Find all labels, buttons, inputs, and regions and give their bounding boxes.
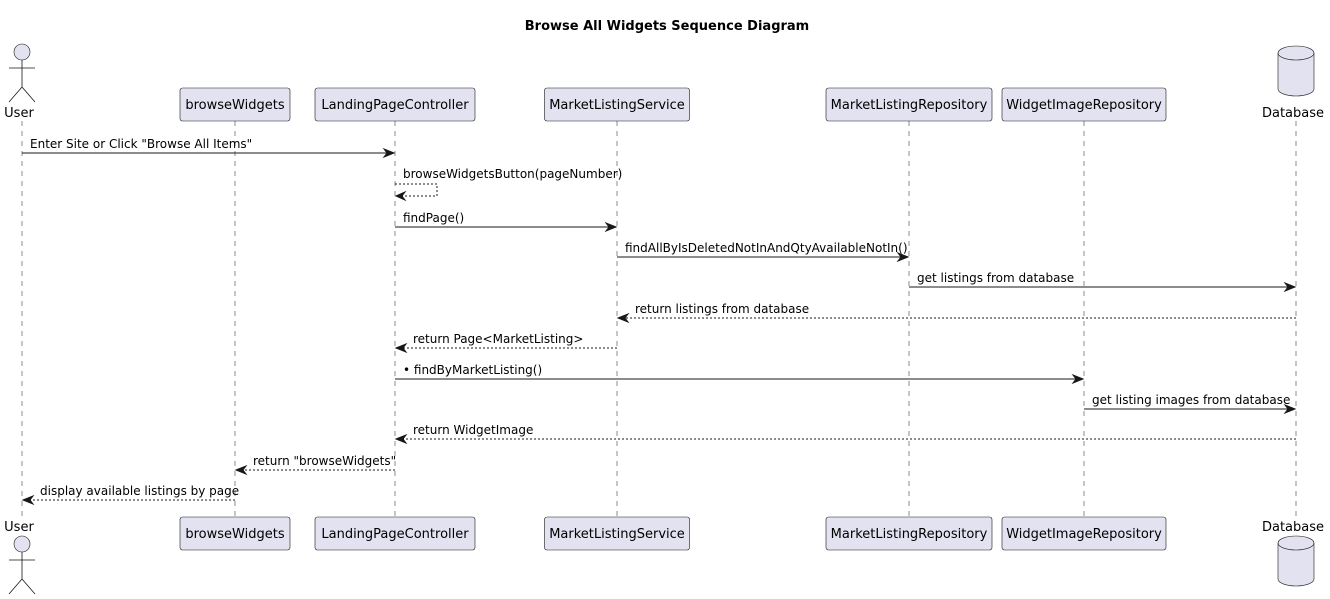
- participant-label: LandingPageController: [321, 98, 469, 113]
- participant-wir-bottom: WidgetImageRepository: [1001, 516, 1167, 551]
- message-12: display available listings by page: [21, 484, 239, 506]
- self-arrow: [395, 183, 438, 197]
- arrowhead-icon: [394, 433, 408, 445]
- arrowhead-icon: [234, 464, 248, 476]
- participant-landing-top: LandingPageController: [314, 87, 476, 122]
- participant-label: WidgetImageRepository: [1006, 98, 1162, 113]
- message-label: return listings from database: [635, 302, 809, 316]
- messages: Enter Site or Click "Browse All Items" br…: [21, 137, 1297, 506]
- participant-mlr-top: MarketListingRepository: [825, 87, 993, 122]
- participant-label: WidgetImageRepository: [1006, 527, 1162, 542]
- participant-label: MarketListingService: [549, 527, 685, 542]
- database-top-icon: [1277, 45, 1315, 97]
- actor-body-icon: [8, 60, 36, 103]
- participant-label: browseWidgets: [185, 98, 284, 113]
- arrowhead-icon: [1071, 373, 1085, 385]
- message-4: findAllByIsDeletedNotInAndQtyAvailableNo…: [617, 241, 910, 263]
- message-2: browseWidgetsButton(pageNumber): [394, 167, 622, 202]
- arrowhead-icon: [1283, 403, 1297, 415]
- message-label: return WidgetImage: [413, 423, 533, 437]
- participant-browseWidgets-top: browseWidgets: [179, 87, 291, 122]
- diagram-title: Browse All Widgets Sequence Diagram: [525, 19, 809, 34]
- actor-bottom: User: [4, 520, 36, 595]
- message-8: • findByMarketListing(): [395, 363, 1085, 385]
- participant-label: MarketListingRepository: [831, 98, 988, 113]
- message-label: display available listings by page: [40, 484, 239, 498]
- participant-label: MarketListingService: [549, 98, 685, 113]
- participant-label: MarketListingRepository: [831, 527, 988, 542]
- lifelines: [21, 121, 1297, 517]
- participants: UserUserbrowseWidgetsbrowseWidgetsLandin…: [4, 43, 1324, 595]
- participant-label-bottom: Database: [1262, 520, 1324, 535]
- participant-mls-top: MarketListingService: [544, 87, 690, 122]
- message-7: return Page<MarketListing>: [394, 332, 617, 354]
- participant-wir-top: WidgetImageRepository: [1001, 87, 1167, 122]
- message-11: return "browseWidgets": [234, 454, 396, 476]
- arrowhead-icon: [21, 494, 35, 506]
- message-3: findPage(): [395, 211, 618, 233]
- participant-label: User: [4, 520, 34, 535]
- arrowhead-icon: [382, 147, 396, 159]
- arrowhead-icon: [394, 342, 408, 354]
- participant-browseWidgets-bottom: browseWidgets: [179, 516, 291, 551]
- message-label: • findByMarketListing(): [403, 363, 542, 377]
- participant-label: browseWidgets: [185, 527, 284, 542]
- participant-landing-bottom: LandingPageController: [314, 516, 476, 551]
- arrowhead-icon: [604, 221, 618, 233]
- message-label: findAllByIsDeletedNotInAndQtyAvailableNo…: [625, 241, 908, 255]
- arrowhead-icon: [896, 251, 910, 263]
- arrowhead-icon: [1283, 281, 1297, 293]
- participant-label: LandingPageController: [321, 527, 469, 542]
- participant-label-top: Database: [1262, 106, 1324, 121]
- message-label: get listings from database: [917, 271, 1074, 285]
- actor-head-icon: [13, 43, 31, 61]
- message-5: get listings from database: [909, 271, 1297, 293]
- message-1: Enter Site or Click "Browse All Items": [22, 137, 396, 159]
- participant-label: User: [4, 106, 34, 121]
- message-label: return "browseWidgets": [253, 454, 396, 468]
- message-label: get listing images from database: [1092, 393, 1290, 407]
- message-label: findPage(): [403, 211, 464, 225]
- message-label: return Page<MarketListing>: [413, 332, 583, 346]
- arrowhead-icon: [616, 312, 630, 324]
- participant-mls-bottom: MarketListingService: [544, 516, 690, 551]
- actor-top: User: [4, 43, 36, 121]
- database-bottom-icon: [1277, 535, 1315, 587]
- participant-mlr-bottom: MarketListingRepository: [825, 516, 993, 551]
- message-6: return listings from database: [616, 302, 1296, 324]
- actor-body-icon: [8, 552, 36, 595]
- message-10: return WidgetImage: [394, 423, 1296, 445]
- arrowhead-icon: [394, 190, 407, 202]
- message-label: Enter Site or Click "Browse All Items": [30, 137, 252, 151]
- message-9: get listing images from database: [1084, 393, 1297, 415]
- actor-head-icon: [13, 535, 31, 553]
- message-label: browseWidgetsButton(pageNumber): [403, 167, 622, 181]
